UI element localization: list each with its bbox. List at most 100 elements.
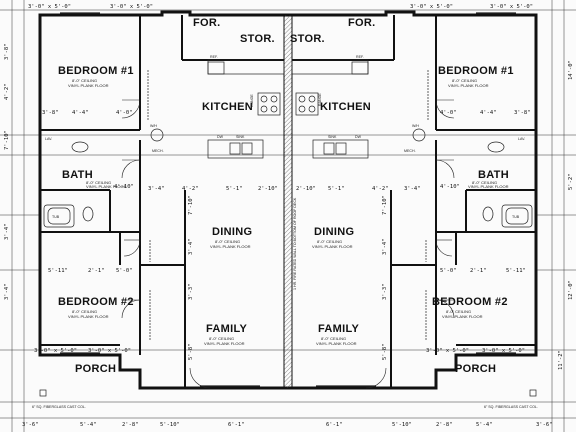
mech-label: MECH. (404, 149, 416, 153)
svg-text:3'-0" x 5'-0": 3'-0" x 5'-0" (410, 4, 453, 10)
svg-text:LAV.: LAV. (45, 137, 52, 141)
door-swings (121, 99, 455, 389)
lav-icon (487, 141, 505, 153)
svg-text:2'-8": 2'-8" (122, 422, 139, 428)
right-unit-labels: FOR. STOR. KITCHEN BEDROOM #1 8'-0" CEIL… (290, 17, 538, 409)
svg-text:DW: DW (217, 135, 224, 139)
svg-text:4'-2": 4'-2" (4, 83, 10, 100)
tub-icon (501, 204, 533, 228)
svg-text:7'-10": 7'-10" (382, 195, 388, 215)
svg-text:5'-10": 5'-10" (160, 422, 180, 428)
bath-label: BATH (478, 169, 509, 181)
column-icon (529, 389, 537, 397)
svg-text:4'-0": 4'-0" (116, 110, 133, 116)
svg-text:SINK: SINK (236, 135, 245, 139)
svg-text:2'-1": 2'-1" (88, 268, 105, 274)
svg-text:6'-1": 6'-1" (228, 422, 245, 428)
svg-text:4'-10": 4'-10" (114, 184, 134, 190)
svg-text:8'-0" CEILING: 8'-0" CEILING (72, 78, 97, 83)
svg-text:6'-1": 6'-1" (326, 422, 343, 428)
svg-text:3'-4": 3'-4" (382, 238, 388, 255)
dining-label: DINING (314, 226, 354, 238)
svg-text:8'-0" CEILING: 8'-0" CEILING (209, 336, 234, 341)
tub-icon (43, 204, 75, 228)
sink-icon (229, 142, 241, 155)
party-wall-note: 1 HR. FIRE RATED WALL TO BOTTOM OF ROOF … (293, 197, 297, 290)
svg-text:5'-8": 5'-8" (188, 343, 194, 360)
svg-text:7'-10": 7'-10" (188, 195, 194, 215)
svg-text:4'-2": 4'-2" (372, 186, 389, 192)
svg-text:TUB: TUB (52, 215, 60, 219)
svg-text:8'-0" CEILING: 8'-0" CEILING (452, 78, 477, 83)
kitchen-label: KITCHEN (320, 101, 371, 113)
for-label: FOR. (348, 17, 375, 29)
range-icon (295, 92, 319, 116)
svg-text:3'-0" x 5'-0": 3'-0" x 5'-0" (482, 348, 525, 354)
svg-text:VINYL PLANK FLOOR: VINYL PLANK FLOOR (442, 314, 483, 319)
svg-text:3'-4": 3'-4" (4, 283, 10, 300)
toilet-icon (82, 206, 94, 222)
svg-text:VINYL PLANK FLOOR: VINYL PLANK FLOOR (448, 83, 489, 88)
svg-text:5'-0": 5'-0" (440, 268, 457, 274)
svg-text:VINYL PLANK FLOOR: VINYL PLANK FLOOR (312, 244, 353, 249)
svg-text:8'-0" CEILING: 8'-0" CEILING (72, 309, 97, 314)
mech-label: MECH. (152, 149, 164, 153)
svg-text:3'-6": 3'-6" (536, 422, 553, 428)
svg-text:12'-0": 12'-0" (568, 280, 574, 300)
svg-text:REF.: REF. (210, 55, 218, 59)
svg-text:3'-0" x 5'-0": 3'-0" x 5'-0" (28, 4, 71, 10)
svg-text:8'-0" CEILING: 8'-0" CEILING (86, 180, 111, 185)
svg-text:4'-0": 4'-0" (440, 110, 457, 116)
svg-text:4'-2": 4'-2" (182, 186, 199, 192)
svg-text:3'-3": 3'-3" (382, 283, 388, 300)
bedroom1-label: BEDROOM #1 (58, 65, 134, 77)
svg-text:8'-0" CEILING: 8'-0" CEILING (446, 309, 471, 314)
svg-text:5'-11": 5'-11" (48, 268, 68, 274)
svg-text:3'-0" x 5'-0": 3'-0" x 5'-0" (490, 4, 533, 10)
fixtures (39, 12, 537, 397)
svg-text:3'-8": 3'-8" (42, 110, 59, 116)
svg-text:3'-4": 3'-4" (4, 223, 10, 240)
stor-label: STOR. (290, 33, 325, 45)
svg-text:14'-0": 14'-0" (568, 60, 574, 80)
svg-text:6" SQ. FIBERGLASS CAST COL.: 6" SQ. FIBERGLASS CAST COL. (484, 405, 538, 409)
svg-text:VINYL PLANK FLOOR: VINYL PLANK FLOOR (68, 314, 109, 319)
svg-text:SINK: SINK (328, 135, 337, 139)
svg-text:2'-1": 2'-1" (470, 268, 487, 274)
svg-text:RANGE: RANGE (250, 94, 254, 107)
svg-text:3'-0" x 5'-0": 3'-0" x 5'-0" (110, 4, 153, 10)
range-icon (257, 92, 281, 116)
svg-text:3'-8": 3'-8" (514, 110, 531, 116)
svg-text:DW: DW (355, 135, 362, 139)
svg-text:VINYL PLANK FLOOR: VINYL PLANK FLOOR (86, 184, 127, 189)
svg-text:VINYL PLANK FLOOR: VINYL PLANK FLOOR (204, 341, 245, 346)
dimension-labels: 3'-0" x 5'-0" 3'-0" x 5'-0" 3'-0" x 5'-0… (4, 4, 574, 428)
svg-text:5'-1": 5'-1" (328, 186, 345, 192)
bath-label: BATH (62, 169, 93, 181)
svg-text:3'-0" x 5'-0": 3'-0" x 5'-0" (88, 348, 131, 354)
svg-text:2'-10": 2'-10" (296, 186, 316, 192)
toilet-icon (482, 206, 494, 222)
column-icon (39, 389, 47, 397)
svg-text:8'-0" CEILING: 8'-0" CEILING (321, 336, 346, 341)
svg-text:5'-8": 5'-8" (382, 343, 388, 360)
bedroom2-label: BEDROOM #2 (432, 296, 508, 308)
refrigerator-icon (207, 61, 225, 75)
svg-text:7'-10": 7'-10" (4, 130, 10, 150)
svg-text:3'-0" x 5'-0": 3'-0" x 5'-0" (426, 348, 469, 354)
svg-text:4'-10": 4'-10" (440, 184, 460, 190)
svg-text:LAV.: LAV. (518, 137, 525, 141)
svg-text:W/H: W/H (412, 124, 419, 128)
water-heater-icon (150, 128, 164, 142)
exterior-walls (38, 10, 538, 390)
svg-text:3'-4": 3'-4" (404, 186, 421, 192)
svg-text:3'-4": 3'-4" (148, 186, 165, 192)
svg-text:TUB: TUB (512, 215, 520, 219)
svg-text:3'-6": 3'-6" (22, 422, 39, 428)
svg-text:5'-10": 5'-10" (392, 422, 412, 428)
party-wall (283, 14, 293, 389)
dining-label: DINING (212, 226, 252, 238)
porch-label: PORCH (75, 363, 116, 375)
svg-text:5'-11": 5'-11" (506, 268, 526, 274)
